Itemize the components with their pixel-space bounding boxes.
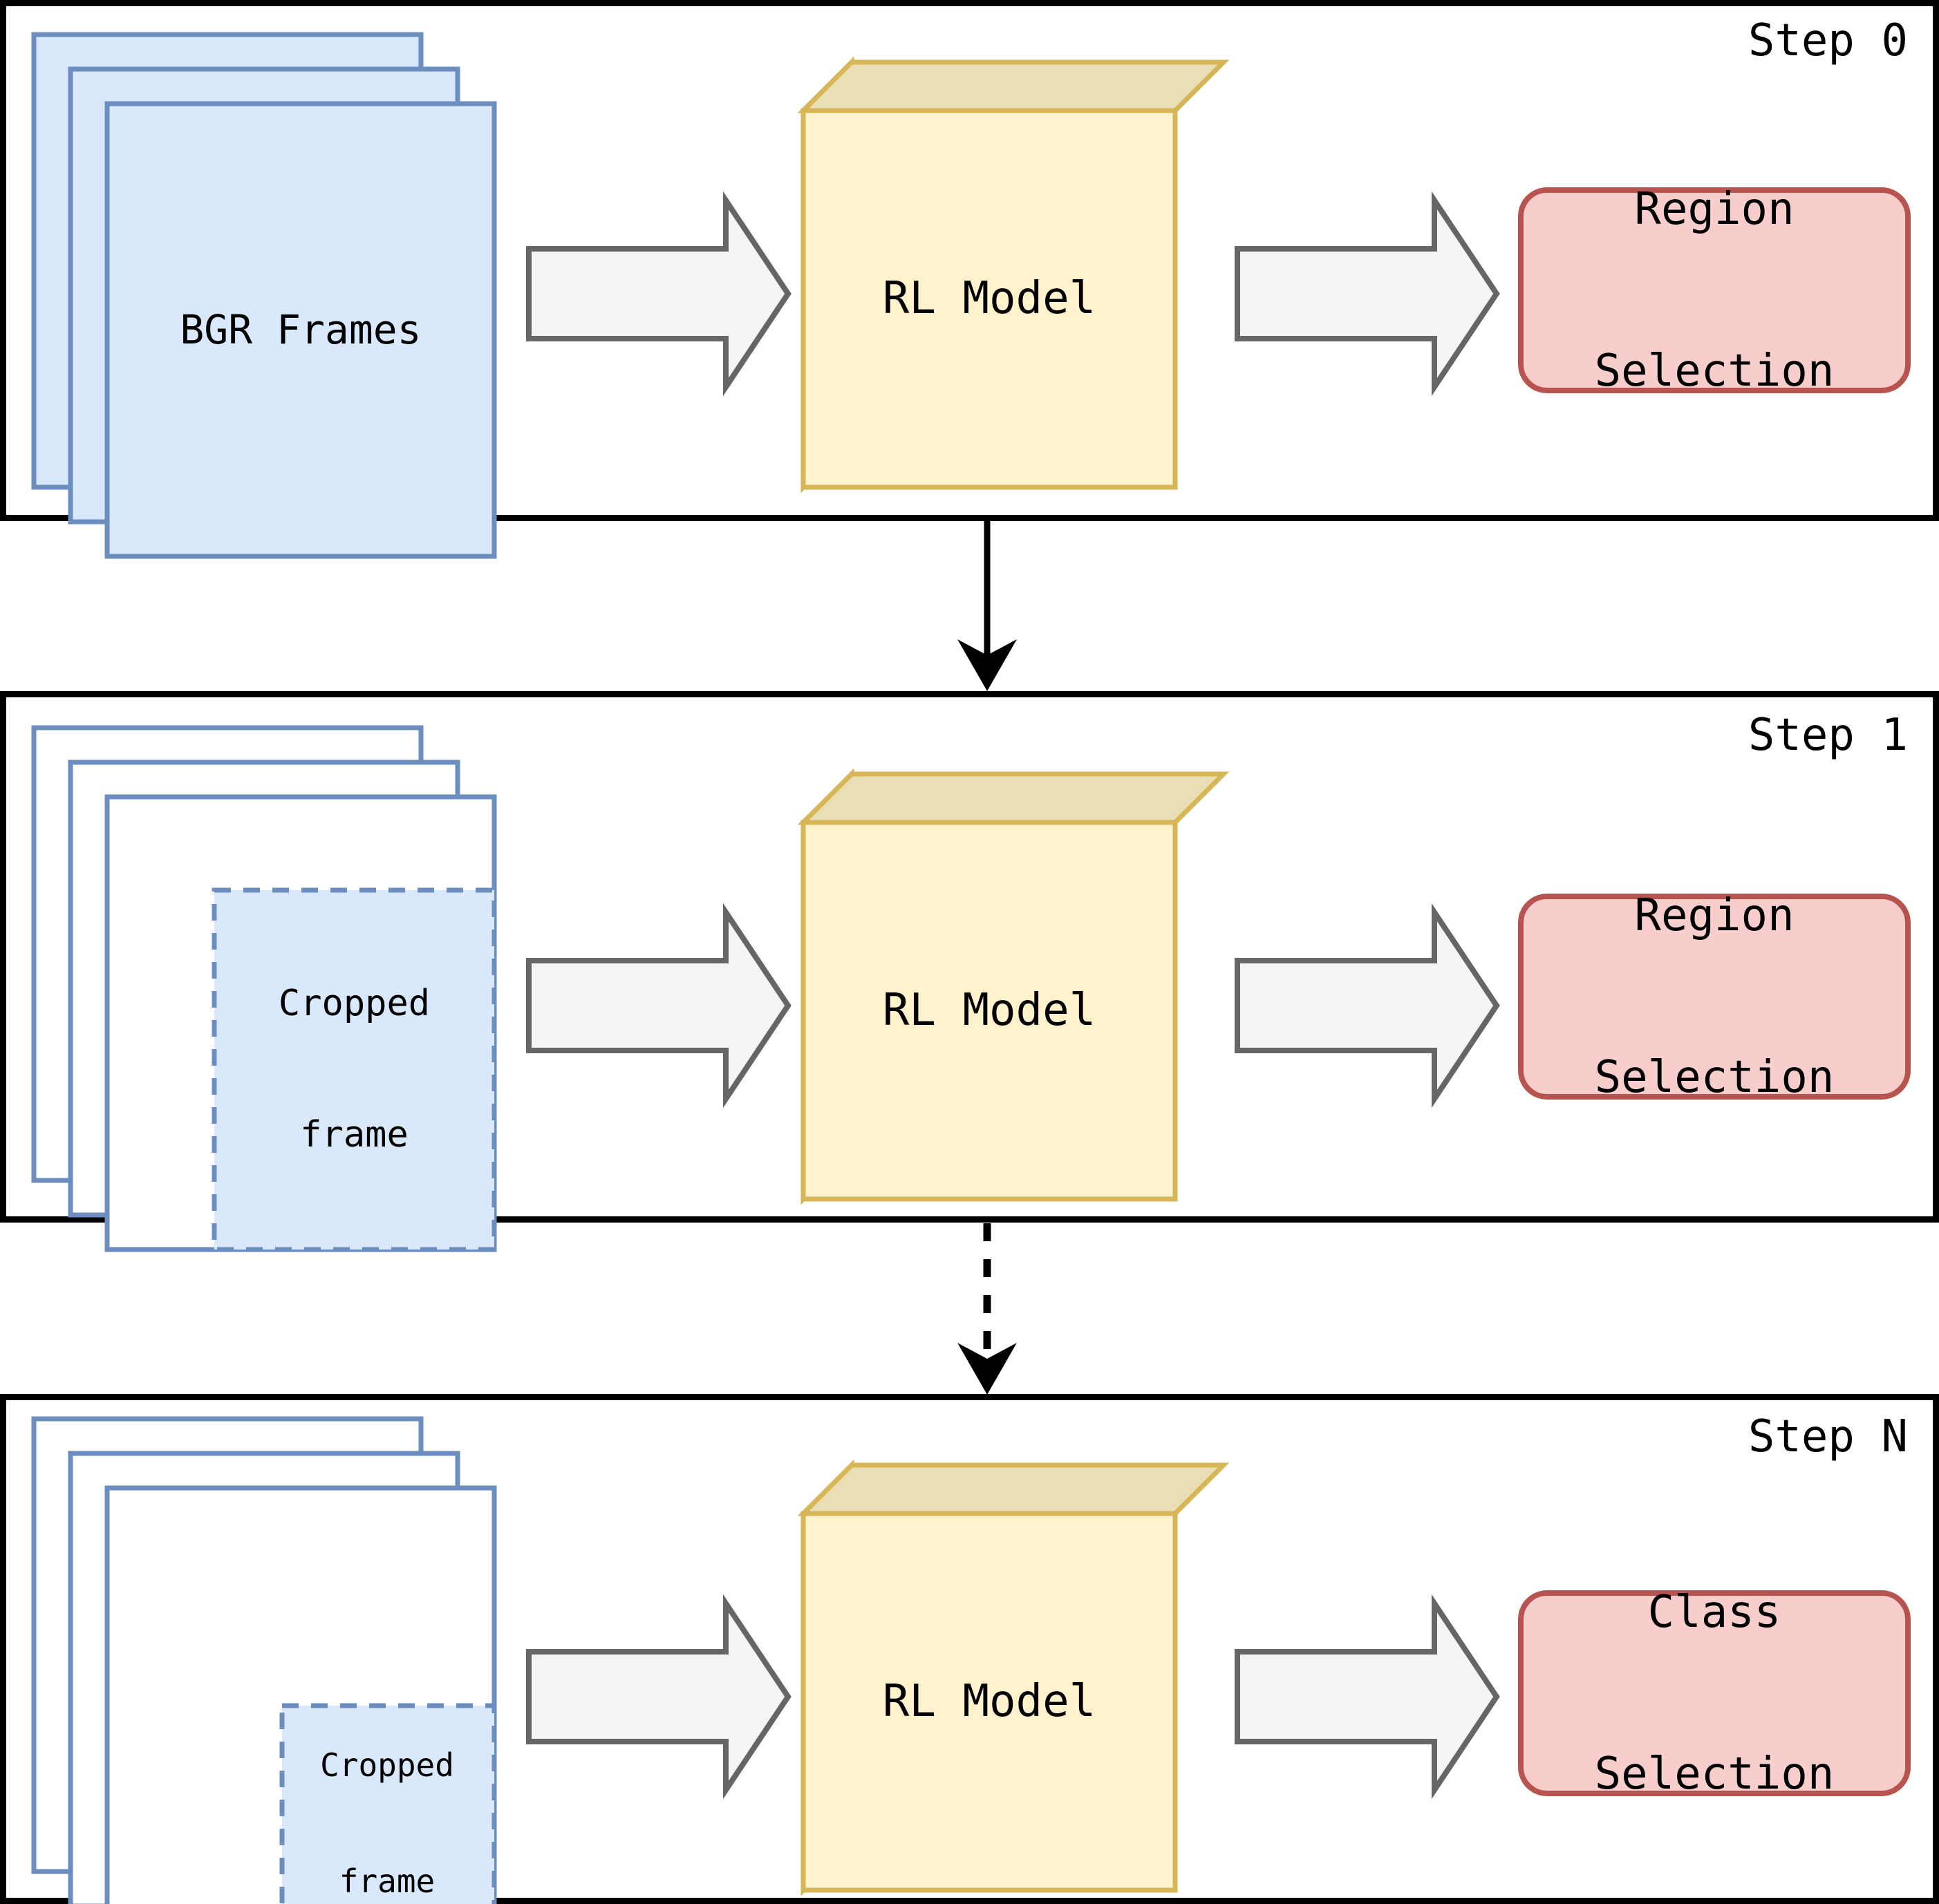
rl-model-cube-front-step-1: [800, 820, 1178, 1202]
rl-model-cube-front-step-0: [800, 108, 1178, 490]
panel-step-n-border: [0, 1394, 1939, 1904]
connector-step0-to-step1-arrowhead: [957, 639, 1017, 691]
rl-model-cube-front-step-n: [800, 1511, 1178, 1893]
block-arrow-input-to-model-step-n: [526, 1594, 791, 1800]
block-arrow-input-to-model-step-1: [526, 903, 791, 1109]
cropped-region-step-1: [212, 887, 497, 1252]
panel-step-1-border: [0, 691, 1939, 1223]
panel-step-0-border: [0, 0, 1939, 521]
region-selection-box-step-0: [1518, 187, 1911, 393]
block-arrow-input-to-model-step-0: [526, 191, 791, 397]
block-arrow-model-to-output-step-1: [1235, 903, 1500, 1109]
cropped-region-step-n: [279, 1703, 497, 1904]
rl-model-cube-top-step-n: [797, 1462, 1230, 1516]
frame-front-step-0: [104, 101, 497, 559]
class-selection-box-step-n: [1518, 1590, 1911, 1796]
connector-step1-to-stepn-arrowhead: [957, 1343, 1017, 1395]
block-arrow-model-to-output-step-0: [1235, 191, 1500, 397]
rl-model-cube-top-step-0: [797, 59, 1230, 113]
rl-model-cube-top-step-1: [797, 771, 1230, 825]
region-selection-box-step-1: [1518, 894, 1911, 1100]
block-arrow-model-to-output-step-n: [1235, 1594, 1500, 1800]
